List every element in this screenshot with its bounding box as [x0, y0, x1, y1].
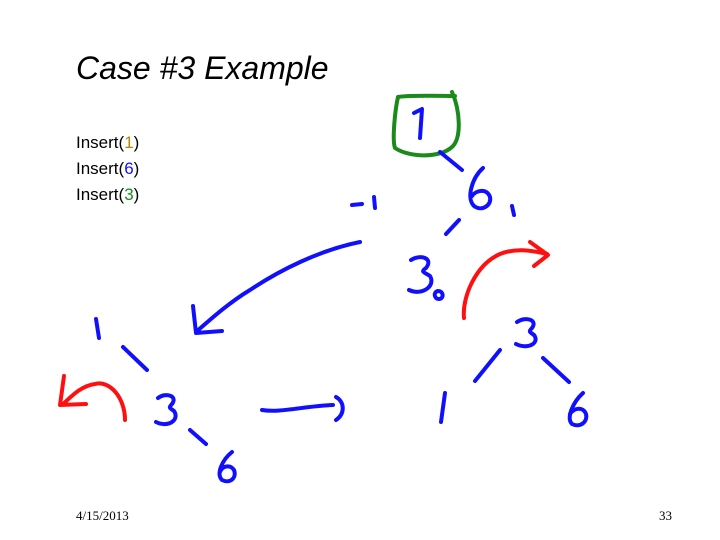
ink-red-rotation-right [461, 240, 550, 320]
op-suffix: ) [133, 133, 140, 152]
op-prefix: Insert( [76, 185, 125, 204]
ink-node-6-top [468, 166, 493, 211]
op-value: 6 [124, 159, 134, 178]
op-value: 1 [124, 133, 134, 152]
ink-node-1-top [412, 107, 424, 140]
footer-date: 4/15/2013 [76, 508, 129, 523]
ink-edge-1-3-left [121, 345, 149, 372]
ink-node-3-top [407, 255, 434, 294]
ink-node-6-right [567, 391, 589, 428]
ink-edge-6-3 [444, 218, 461, 236]
op-prefix: Insert( [76, 133, 125, 152]
operation-insert-6: Insert(6) [76, 156, 139, 182]
ink-node-3-right [514, 317, 538, 349]
slide-title: Case #3 Example [76, 50, 329, 86]
ink-edge-1-6 [438, 150, 464, 172]
footer-page-number: 33 [659, 508, 672, 523]
ink-balance-minus [350, 202, 364, 207]
op-suffix: ) [133, 159, 140, 178]
operations-list: Insert(1) Insert(6) Insert(3) [76, 130, 139, 208]
ink-node-3-left [154, 393, 178, 427]
op-suffix: ) [133, 185, 140, 204]
ink-edge-3-1-right [473, 348, 502, 383]
ink-red-rotation-left [58, 374, 127, 422]
ink-edge-3-6-left [188, 428, 208, 446]
ink-edge-3-6-right [541, 356, 571, 384]
ink-node-1-right [439, 391, 447, 424]
operation-insert-1: Insert(1) [76, 130, 139, 156]
ink-balance-zero [432, 289, 445, 301]
ink-balance-6 [510, 204, 516, 217]
ink-arrow-middle [260, 395, 345, 422]
ink-node-6-left [217, 450, 237, 484]
op-prefix: Insert( [76, 159, 125, 178]
ink-balance-minus-1 [372, 195, 377, 210]
operation-insert-3: Insert(3) [76, 182, 139, 208]
ink-arrow-to-left-tree [191, 240, 362, 335]
ink-green-circle [391, 90, 461, 158]
op-value: 3 [124, 185, 134, 204]
ink-node-1-left [94, 317, 101, 340]
